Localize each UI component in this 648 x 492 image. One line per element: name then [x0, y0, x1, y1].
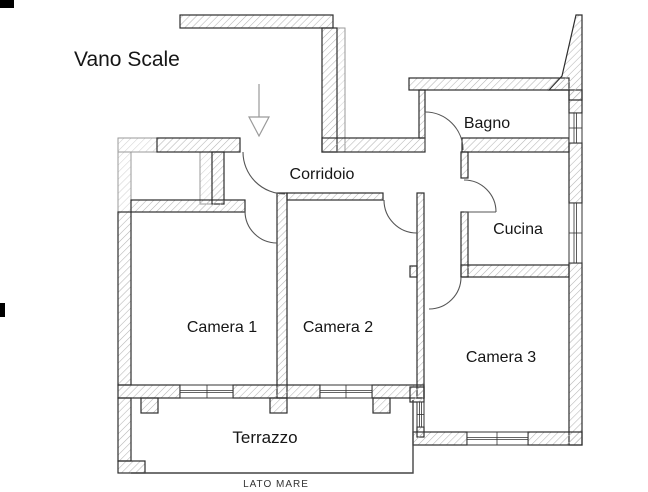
window-bagno	[568, 112, 583, 144]
terrace-parapet-line	[131, 400, 414, 474]
terrace-pillar	[140, 397, 159, 414]
walls	[117, 14, 583, 474]
wall-vestibule-west	[211, 151, 225, 205]
door-arc-camera2	[383, 199, 418, 234]
door-arc-entrance	[242, 151, 286, 195]
wall-exterior-right	[568, 262, 583, 446]
window-camera3-bottom	[466, 431, 529, 446]
door-arc-camera3	[428, 276, 462, 310]
room-label-corridoio: Corridoio	[290, 166, 355, 183]
room-label-terrazzo: Terrazzo	[232, 428, 297, 447]
terrace-pillar	[372, 397, 391, 414]
wall-divider-camera1-camera2	[276, 192, 288, 399]
wall-segment	[336, 27, 346, 153]
wall-bagno-top	[408, 77, 570, 91]
wall-terrace-foot	[117, 460, 146, 474]
wall-cucina-left-upper	[460, 151, 469, 179]
room-label-bagno: Bagno	[464, 115, 510, 132]
wall-entrance-left	[156, 137, 241, 153]
wall-camera3-bottom	[527, 431, 583, 446]
room-label-cucina: Cucina	[493, 221, 543, 238]
wall-camera3-bottom	[412, 431, 468, 446]
wall-terrace-left	[117, 397, 132, 462]
wall-bottom-middle	[232, 384, 321, 399]
annotation-lato-mare: LATO MARE	[243, 479, 309, 490]
wall-segment	[199, 151, 213, 205]
room-label-camera-2: Camera 2	[303, 319, 373, 336]
window-cucina	[568, 202, 583, 264]
wall-segment	[117, 137, 158, 153]
door-arc-cucina	[463, 179, 497, 213]
doors	[242, 111, 497, 310]
wall-camera1-top	[130, 199, 246, 213]
wall-camera2-top	[286, 192, 384, 201]
scan-artifact-top-left	[0, 0, 14, 8]
terrace-pillar	[269, 397, 288, 414]
door-cucina	[463, 179, 497, 213]
wall-bagno-left	[418, 89, 426, 139]
wall-camera3-junction	[409, 386, 425, 403]
entrance-arrow-icon	[248, 84, 270, 138]
wall-stairwell-top	[179, 14, 334, 29]
windows	[179, 112, 583, 446]
window-camera2	[319, 384, 373, 399]
door-arc-bagno	[424, 111, 464, 151]
room-label-vano-scale: Vano Scale	[74, 48, 180, 71]
wall-cucina-bottom	[460, 264, 570, 278]
room-label-camera-3: Camera 3	[466, 349, 536, 366]
wall-bagno-bottom	[461, 137, 570, 153]
wall-exterior-left	[117, 211, 132, 386]
window-camera3-terrace	[416, 401, 425, 428]
room-label-camera-1: Camera 1	[187, 319, 257, 336]
wall-diagonal-corner	[547, 14, 583, 101]
door-bagno	[424, 111, 464, 151]
scan-artifact-left-edge	[0, 303, 5, 317]
wall-segment	[117, 151, 132, 213]
wall-camera1-bottom	[117, 384, 181, 399]
wall-divider-camera2-camera3	[416, 192, 425, 399]
wall-stairwell-right	[321, 27, 338, 153]
wall-corridor-top	[321, 137, 426, 153]
door-arc-camera1	[244, 210, 278, 244]
wall-segment	[409, 265, 418, 278]
window-camera1	[179, 384, 234, 399]
wall-exterior-right	[568, 142, 583, 204]
